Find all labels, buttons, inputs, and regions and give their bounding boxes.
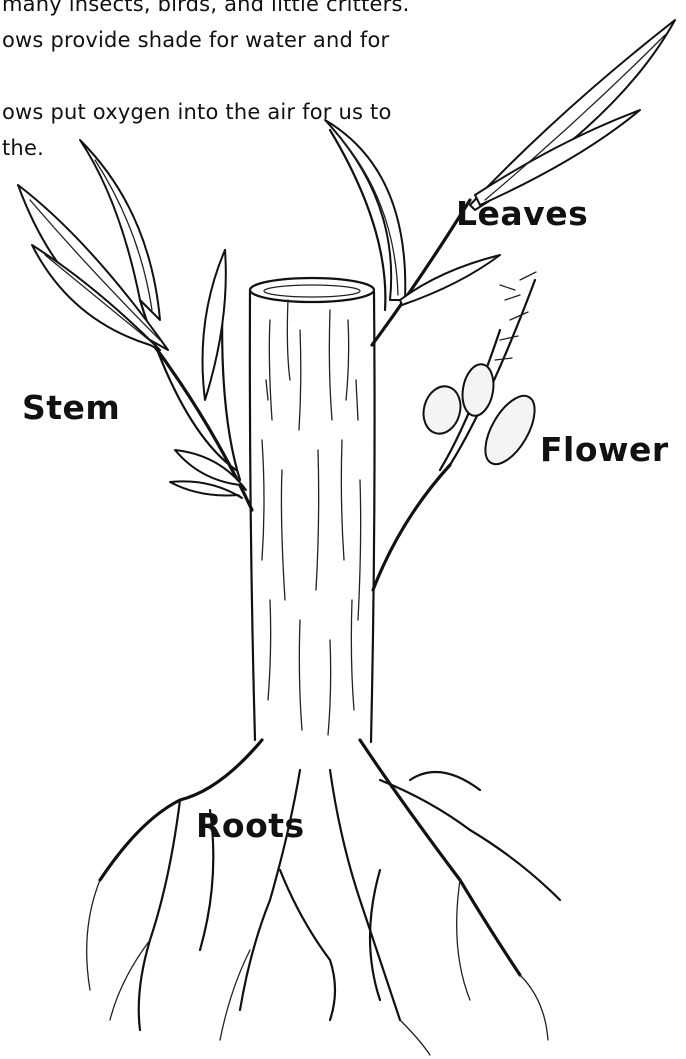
label-roots: Roots <box>196 808 305 844</box>
label-leaves: Leaves <box>456 196 588 232</box>
flower-branch <box>373 272 545 590</box>
label-flower: Flower <box>540 432 669 468</box>
left-branch <box>18 140 252 510</box>
upper-right-branch <box>325 20 675 345</box>
roots <box>87 740 560 1055</box>
stem-trunk <box>250 278 375 742</box>
label-stem: Stem <box>22 390 120 426</box>
